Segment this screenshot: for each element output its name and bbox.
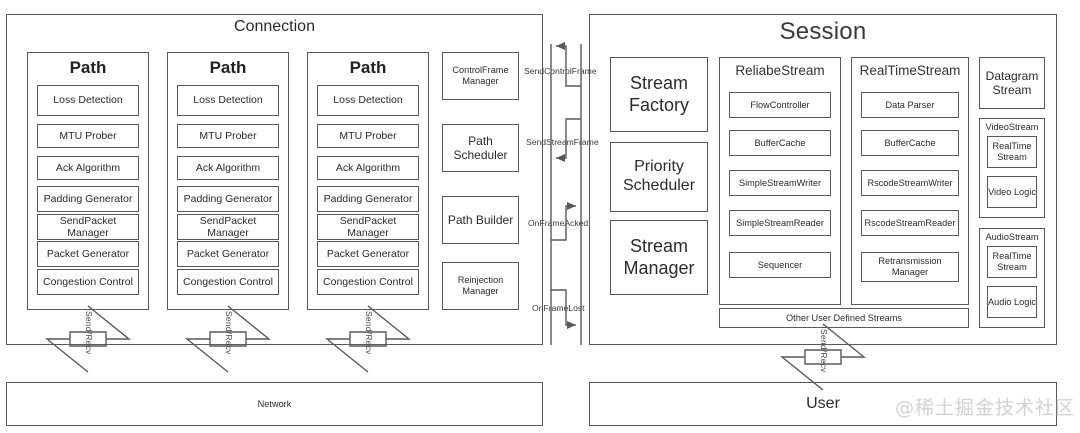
reliable-stream-item-sequencer[interactable]: Sequencer [729,252,831,278]
manager-controlframe-manager[interactable]: ControlFrame Manager [442,52,519,100]
network-bar[interactable]: Network [6,382,543,426]
path-title-2: Path [209,58,247,77]
path-module-ack-algorithm-2[interactable]: Ack Algorithm [177,156,279,180]
audiostream-title: AudioStream [985,232,1039,242]
reliable-stream-item-simplestreamreader[interactable]: SimpleStreamReader [729,210,831,236]
datagram-stream-box[interactable]: Datagram Stream [979,57,1045,109]
path-module-loss-detection-3[interactable]: Loss Detection [317,85,419,116]
reliable-stream-item-buffercache[interactable]: BufferCache [729,130,831,156]
path-module-mtu-prober-3[interactable]: MTU Prober [317,124,419,148]
audiostream-item-realtime-stream[interactable]: RealTime Stream [987,246,1037,278]
path-module-ack-algorithm-1[interactable]: Ack Algorithm [37,156,139,180]
path-module-congestion-control-3[interactable]: Congestion Control [317,269,419,295]
realtime-stream-item-retransmission-manager[interactable]: Retransmission Manager [861,252,959,282]
send-recv-label-3: Send/Recv [364,311,374,355]
path-module-sendpacket-manager-3[interactable]: SendPacket Manager [317,214,419,240]
path-title-1: Path [69,58,107,77]
manager-path-scheduler[interactable]: Path Scheduler [442,124,519,172]
path-module-mtu-prober-2[interactable]: MTU Prober [177,124,279,148]
connection-title: Connection [234,18,315,35]
manager-reinjection-manager[interactable]: Reinjection Manager [442,262,519,310]
path-module-sendpacket-manager-2[interactable]: SendPacket Manager [177,214,279,240]
path-module-mtu-prober-1[interactable]: MTU Prober [37,124,139,148]
session-core-stream-manager[interactable]: Stream Manager [610,220,708,295]
session-title: Session [779,18,867,45]
path-module-padding-generator-2[interactable]: Padding Generator [177,186,279,212]
path-module-padding-generator-1[interactable]: Padding Generator [37,186,139,212]
reliable-stream-item-simplestreamwriter[interactable]: SimpleStreamWriter [729,170,831,196]
videostream-title: VideoStream [985,122,1039,132]
reliable-stream-item-flowcontroller[interactable]: FlowController [729,92,831,118]
path-module-padding-generator-3[interactable]: Padding Generator [317,186,419,212]
flow-label-onframelost: OnFrameLost [532,303,585,313]
flow-label-onframeacked: OnFrameAcked [528,218,589,228]
send-recv-label-2: Send/Recv [224,311,234,355]
path-module-sendpacket-manager-1[interactable]: SendPacket Manager [37,214,139,240]
realtime-stream-title: RealTimeStream [859,63,961,78]
other-user-defined-streams[interactable]: Other User Defined Streams [719,308,969,328]
path-module-loss-detection-2[interactable]: Loss Detection [177,85,279,116]
path-title-3: Path [349,58,387,77]
videostream-item-video-logic[interactable]: Video Logic [987,176,1037,208]
watermark: @稀土掘金技术社区 [895,397,1076,419]
session-core-priority-scheduler[interactable]: Priority Scheduler [610,142,708,212]
path-module-congestion-control-2[interactable]: Congestion Control [177,269,279,295]
path-module-packet-generator-3[interactable]: Packet Generator [317,241,419,267]
audiostream-item-audio-logic[interactable]: Audio Logic [987,286,1037,318]
send-recv-label-4: Send/Recv [819,329,829,373]
path-module-loss-detection-1[interactable]: Loss Detection [37,85,139,116]
path-module-ack-algorithm-3[interactable]: Ack Algorithm [317,156,419,180]
flow-label-sendcontrolframe: SendControlFrame [524,66,597,76]
videostream-item-realtime-stream[interactable]: RealTime Stream [987,136,1037,168]
realtime-stream-item-rscodestreamwriter[interactable]: RscodeStreamWriter [861,170,959,196]
path-module-packet-generator-2[interactable]: Packet Generator [177,241,279,267]
realtime-stream-item-data-parser[interactable]: Data Parser [861,92,959,118]
reliable-stream-title: ReliabeStream [735,63,825,78]
realtime-stream-item-rscodestreamreader[interactable]: RscodeStreamReader [861,210,959,236]
send-recv-label-1: Send/Recv [84,311,94,355]
flow-label-sendstreamframe: SendStreamFrame [526,137,599,147]
path-module-packet-generator-1[interactable]: Packet Generator [37,241,139,267]
manager-path-builder[interactable]: Path Builder [442,196,519,244]
path-module-congestion-control-1[interactable]: Congestion Control [37,269,139,295]
session-core-stream-factory[interactable]: Stream Factory [610,57,708,132]
realtime-stream-item-buffercache[interactable]: BufferCache [861,130,959,156]
